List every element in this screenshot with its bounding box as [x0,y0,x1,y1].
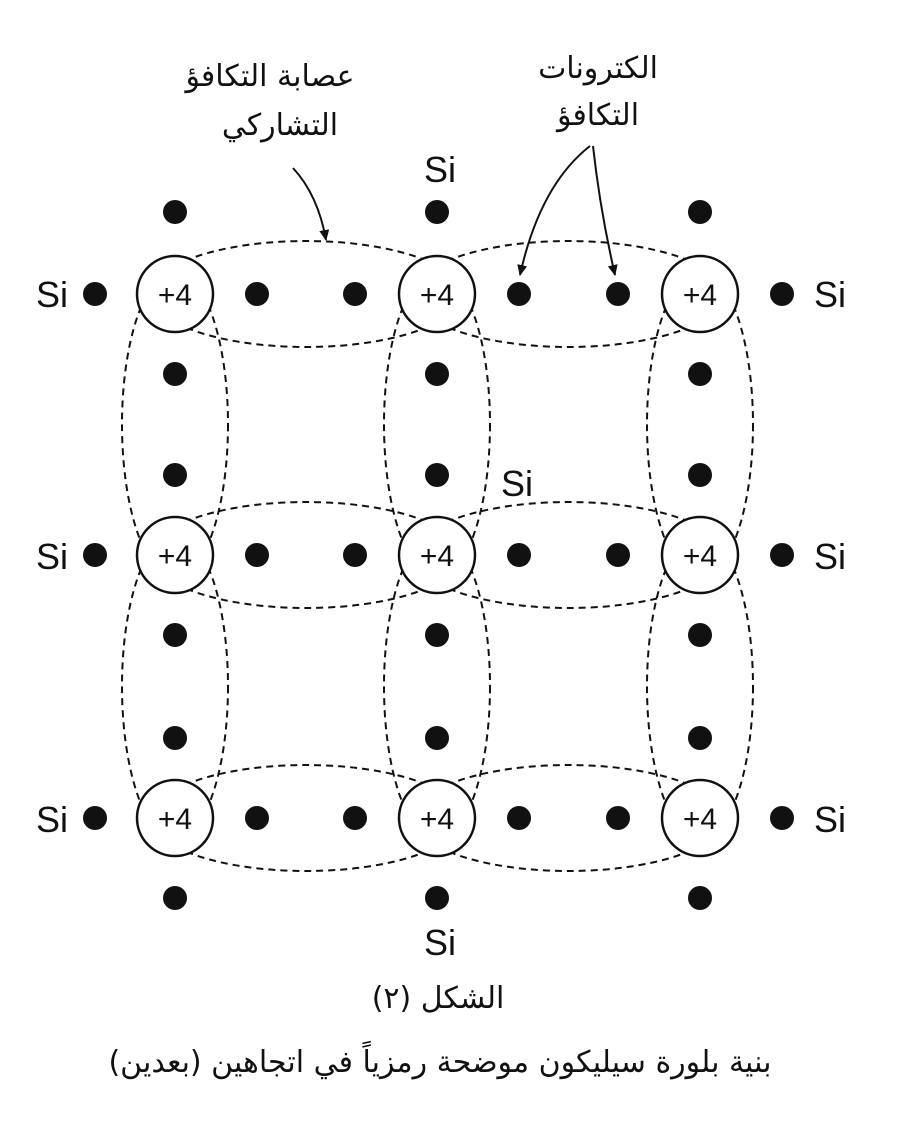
electron-arrow-right [592,145,618,276]
valence-electron [425,200,449,224]
valence-electron [688,886,712,910]
valence-electron [688,200,712,224]
si-atom-label: Si [36,274,68,315]
core-charge-label: +4 [420,279,454,312]
silicon-core [660,778,740,858]
si-atom-label: Si [814,536,846,577]
valence-electron [245,543,269,567]
valence-electron [425,463,449,487]
silicon-core [135,254,215,334]
valence-electron [245,282,269,306]
core-charge-label: +4 [158,803,192,836]
electron-arrow-left [517,145,591,276]
valence-electron [343,543,367,567]
valence-electron [688,623,712,647]
valence-electron [83,282,107,306]
valence-electron [770,543,794,567]
valence-electron [83,806,107,830]
silicon-core [397,254,477,334]
valence-electron [507,282,531,306]
silicon-core [135,515,215,595]
valence-electron [606,282,630,306]
valence-electron [343,282,367,306]
valence-electron [163,362,187,386]
silicon-core [397,778,477,858]
core-charge-label: +4 [158,540,192,573]
core-charge-label: +4 [683,803,717,836]
valence-electron [770,282,794,306]
si-atom-label: Si [814,274,846,315]
si-atom-label: Si [501,463,533,504]
silicon-core [135,778,215,858]
valence-electron [163,200,187,224]
core-charge-label: +4 [683,279,717,312]
valence-electron [163,623,187,647]
valence-electron [606,543,630,567]
silicon-core [397,515,477,595]
valence-electron [425,623,449,647]
electrons-label-line2: التكافؤ [555,98,639,133]
silicon-core [660,515,740,595]
valence-electrons [83,200,794,910]
valence-electron [83,543,107,567]
valence-electron [163,463,187,487]
valence-electron [425,886,449,910]
si-atom-label: Si [424,149,456,190]
valence-electron [425,362,449,386]
silicon-cores: +4 +4 +4 +4 +4 +4 +4 +4 +4 [135,254,740,858]
valence-electron [770,806,794,830]
valence-electron [245,806,269,830]
valence-electron [507,543,531,567]
electrons-label-line1: الكترونات [538,51,658,86]
si-atom-label: Si [814,799,846,840]
figure-description: بنية بلورة سيليكون موضحة رمزياً في اتجاه… [108,1040,771,1080]
bond-label-line1: عصابة التكافؤ [183,59,354,94]
core-charge-label: +4 [420,803,454,836]
core-charge-label: +4 [158,279,192,312]
valence-electron [606,806,630,830]
si-atom-label: Si [424,922,456,963]
si-atom-label: Si [36,799,68,840]
bond-label-arrow [292,167,330,241]
core-charge-label: +4 [683,540,717,573]
core-charge-label: +4 [420,540,454,573]
silicon-core [660,254,740,334]
valence-electron [343,806,367,830]
valence-electron [507,806,531,830]
valence-electron [688,463,712,487]
figure-number: الشكل (٢) [372,981,505,1016]
valence-electron [425,726,449,750]
valence-electron [688,362,712,386]
valence-electron [163,886,187,910]
bond-label-line2: التشاركي [222,108,338,143]
si-atom-label: Si [36,536,68,577]
valence-electron [688,726,712,750]
valence-electron [163,726,187,750]
